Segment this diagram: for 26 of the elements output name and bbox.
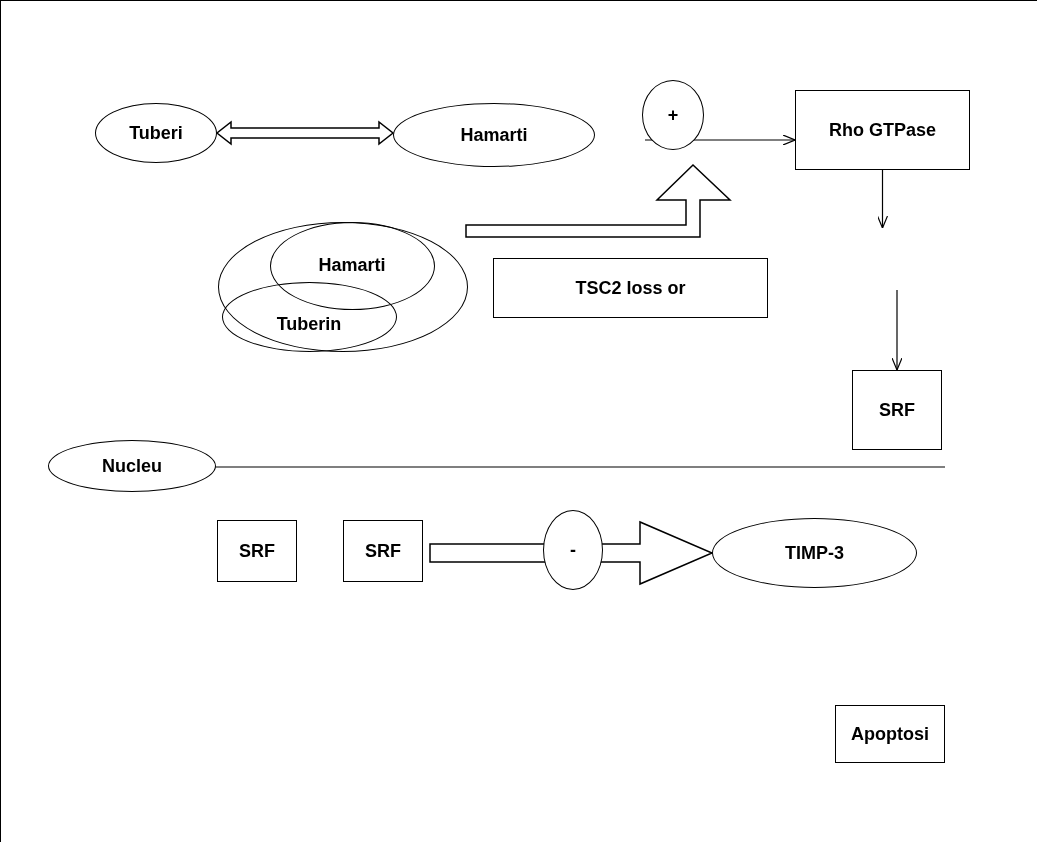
block-arrow: [465, 163, 732, 238]
node-label: Rho GTPase: [829, 119, 936, 141]
arrow: [891, 289, 903, 371]
node-label: Tuberi: [129, 122, 183, 144]
node-label: Nucleu: [102, 455, 162, 477]
node-label: +: [667, 104, 679, 126]
node-label: Tuberin: [276, 313, 342, 335]
node-label: -: [570, 539, 576, 561]
node-label: SRF: [879, 399, 915, 421]
arrow: [876, 169, 889, 229]
arrow: [644, 134, 796, 146]
process-box: [217, 520, 297, 582]
process-box: [852, 370, 942, 450]
node-label: SRF: [365, 540, 401, 562]
block-arrow: [429, 520, 714, 586]
node-label: Hamarti: [318, 255, 386, 276]
block-arrow: [215, 120, 395, 146]
process-box: [343, 520, 423, 582]
process-box: [795, 90, 970, 170]
node-label: TSC2 loss or: [575, 277, 686, 299]
node-label: SRF: [239, 540, 275, 562]
node-label: TIMP-3: [785, 542, 844, 564]
node-label: Hamarti: [460, 124, 528, 146]
process-box: [835, 705, 945, 763]
node-label: Apoptosi: [851, 723, 929, 745]
process-box: [493, 258, 768, 318]
